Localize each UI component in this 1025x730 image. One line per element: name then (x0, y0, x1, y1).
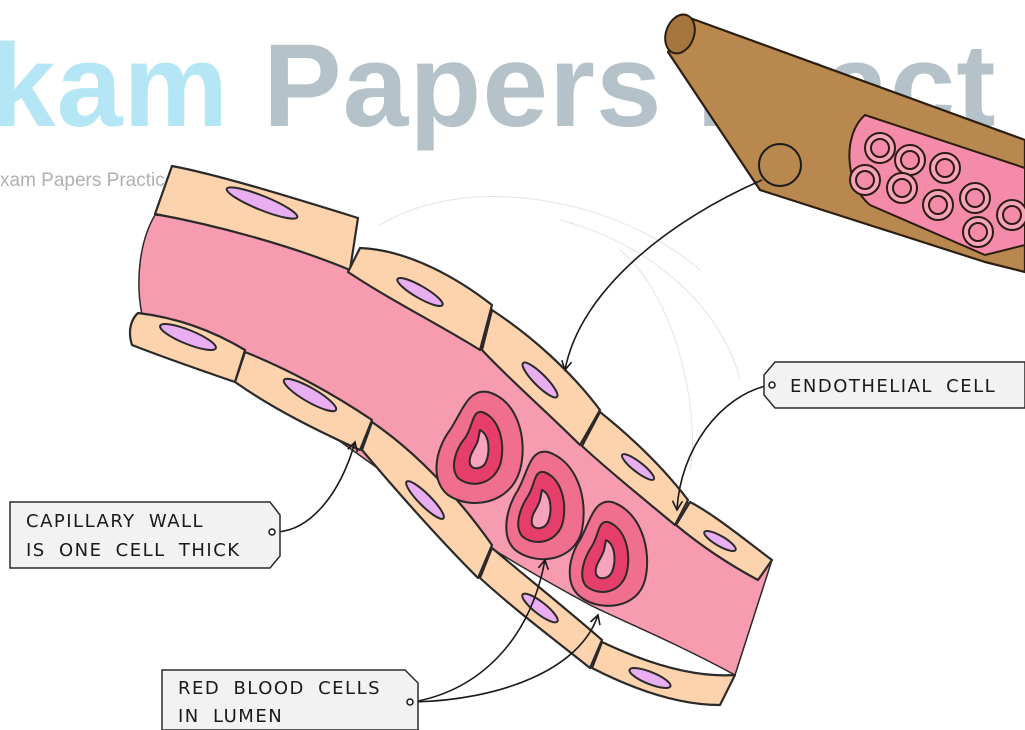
magnify-arrow (565, 180, 762, 370)
label-endothelial-cell: ENDOTHELIAL CELL (764, 362, 1025, 408)
label-capillary-line1: CAPILLARY WALL (26, 511, 204, 532)
label-endothelial-text: ENDOTHELIAL CELL (790, 376, 996, 397)
label-red-blood-cells: RED BLOOD CELLS IN LUMEN (162, 670, 418, 730)
label-pin (769, 382, 775, 388)
blood-vessel (660, 10, 1025, 272)
label-rbc-line2: IN LUMEN (178, 706, 283, 727)
capillary-wall-arrow (277, 442, 355, 532)
label-capillary-line2: IS ONE CELL THICK (26, 540, 241, 561)
label-rbc-line1: RED BLOOD CELLS (178, 678, 381, 699)
label-pin (269, 529, 275, 535)
label-pin (407, 699, 413, 705)
label-capillary-wall: CAPILLARY WALL IS ONE CELL THICK (10, 502, 280, 568)
endothelial-arrow (677, 385, 770, 510)
